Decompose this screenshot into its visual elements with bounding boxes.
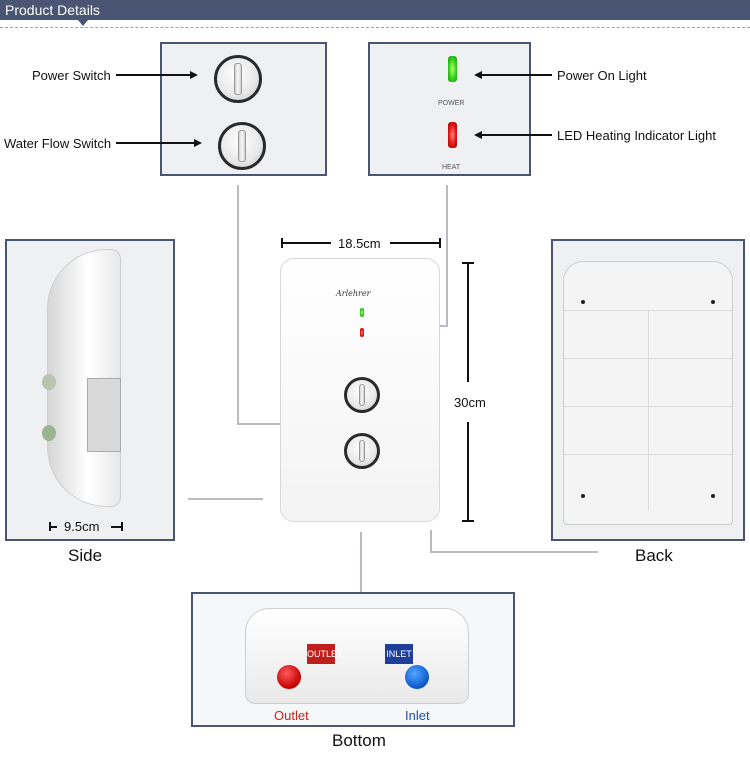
back-caption: Back xyxy=(635,546,673,565)
power-switch-knob xyxy=(214,55,262,103)
side-knob-bottom xyxy=(42,425,56,441)
led-heating-indicator-label: LED Heating Indicator Light xyxy=(557,128,716,143)
back-rib xyxy=(648,310,649,510)
height-bar-bottom xyxy=(467,422,469,520)
depth-right-cap xyxy=(121,522,123,531)
header-notch xyxy=(78,20,88,26)
depth-left xyxy=(49,526,57,528)
side-knob-top xyxy=(42,374,56,390)
inlet-tag: INLET xyxy=(385,644,413,664)
inlet-connector xyxy=(405,665,429,689)
indicator-closeup-panel: POWER HEAT xyxy=(368,42,531,176)
power-light-pointer-line xyxy=(482,74,552,76)
depth-label: 9.5cm xyxy=(64,519,100,534)
outlet-label: Outlet xyxy=(274,708,309,723)
width-bar-right-cap xyxy=(439,238,441,248)
screw-hole xyxy=(711,300,715,304)
connector-bottom xyxy=(360,532,362,592)
water-heater-front: Arlehrer xyxy=(280,258,440,522)
rating-label xyxy=(87,378,121,452)
knob-grip xyxy=(233,63,243,95)
connector-back-vertical xyxy=(430,530,432,552)
knob-grip xyxy=(359,383,365,407)
knob-grip xyxy=(237,130,247,162)
side-view-panel: 9.5cm xyxy=(5,239,175,541)
front-power-led xyxy=(360,308,364,317)
depth-right xyxy=(111,526,121,528)
section-header: Product Details xyxy=(0,0,750,26)
water-flow-pointer-line xyxy=(116,142,194,144)
water-flow-switch-label: Water Flow Switch xyxy=(4,136,112,151)
width-dimension: 18.5cm xyxy=(281,236,441,251)
width-bar-left xyxy=(281,242,331,244)
back-view-panel xyxy=(551,239,745,541)
connector-back-horizontal xyxy=(430,551,598,553)
heating-light-arrowhead xyxy=(474,131,482,139)
front-heat-led xyxy=(360,328,364,337)
water-flow-switch-knob xyxy=(218,122,266,170)
side-caption: Side xyxy=(68,546,103,565)
bottom-shell xyxy=(245,608,469,704)
depth-dimension: 9.5cm xyxy=(49,519,129,534)
width-bar-right xyxy=(390,242,440,244)
height-label: 30cm xyxy=(454,395,486,410)
back-plate xyxy=(563,261,733,525)
height-bar-top xyxy=(467,262,469,382)
heat-text: HEAT xyxy=(442,164,461,171)
connector-side xyxy=(188,498,263,500)
dashed-divider xyxy=(0,27,750,28)
knob-grip xyxy=(359,439,365,463)
controls-closeup-panel xyxy=(160,42,327,176)
power-switch-pointer-line xyxy=(116,74,190,76)
connector-left-vertical xyxy=(237,185,239,425)
height-bar-bottom-cap xyxy=(462,520,474,522)
connector-right-vertical xyxy=(446,185,448,327)
section-title: Product Details xyxy=(5,2,100,18)
heating-led xyxy=(448,122,457,148)
screw-hole xyxy=(581,494,585,498)
power-text: POWER xyxy=(438,100,465,107)
width-label: 18.5cm xyxy=(338,236,381,251)
height-dimension xyxy=(462,262,492,522)
heating-light-pointer-line xyxy=(482,134,552,136)
bottom-caption: Bottom xyxy=(332,731,386,750)
power-switch-arrowhead xyxy=(190,71,198,79)
brand-logo: Arlehrer xyxy=(336,289,371,298)
outlet-connector xyxy=(277,665,301,689)
power-light-arrowhead xyxy=(474,71,482,79)
inlet-label: Inlet xyxy=(405,708,430,723)
power-switch-label: Power Switch xyxy=(32,68,111,83)
bottom-view-panel: OUTLET INLET Outlet Inlet xyxy=(191,592,515,727)
power-on-led xyxy=(448,56,457,82)
front-power-knob xyxy=(344,377,380,413)
outlet-tag: OUTLET xyxy=(307,644,343,664)
front-water-knob xyxy=(344,433,380,469)
water-flow-arrowhead xyxy=(194,139,202,147)
screw-hole xyxy=(711,494,715,498)
power-on-light-label: Power On Light xyxy=(557,68,647,83)
screw-hole xyxy=(581,300,585,304)
